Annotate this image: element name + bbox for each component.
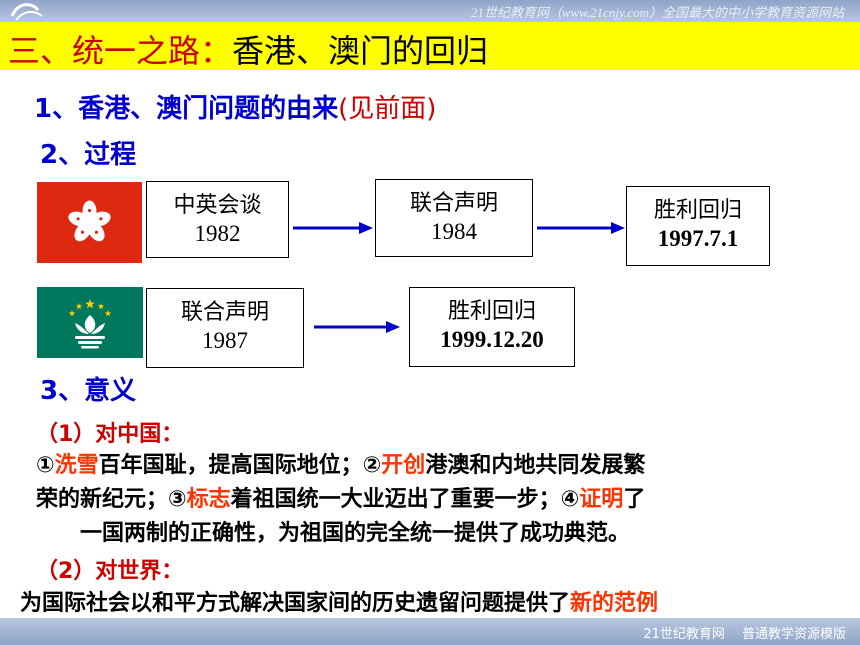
title-rest: 香港、澳门的回归 [232,32,489,70]
macau-step-return-box: 胜利回归 1999.12.20 [409,287,575,367]
macau-step-2-label: 胜利回归 [447,299,536,324]
world-significance-text: 为国际社会以和平方式解决国家间的历史遗留问题提供了新的范例 [20,587,658,621]
title-bar: 三、统一之路：香港、澳门的回归 [0,22,860,70]
hk-step-2-year: 1984 [431,219,477,244]
highlight-prove: 证明 [579,487,624,512]
text-run: 港澳和内地共同发展繁 [425,453,646,478]
text-run: 着祖国统一大业迈出了重要一步；④ [230,487,580,512]
page-title: 三、统一之路：香港、澳门的回归 [8,26,488,72]
hk-arrow-1 [293,222,373,234]
section-3-heading: 3、意义 [40,376,137,406]
hk-step-1-year: 1982 [194,221,241,246]
swirl-logo-icon [10,3,43,21]
section-1-text: 1、香港、澳门问题的由来 [34,94,339,124]
macau-arrow-1 [314,321,400,333]
hk-step-return-box: 胜利回归 1997.7.1 [626,186,770,266]
text-run: 为国际社会以和平方式解决国家间的历史遗留问题提供了 [20,591,571,616]
macau-flag-icon [37,287,143,358]
highlight-create: 开创 [381,453,426,478]
top-banner: 21世纪教育网（www.21cnjy.com）全国最大的中小学教育资源网站 [0,0,860,22]
macau-step-2-year: 1999.12.20 [440,327,544,352]
text-run: 了 [623,487,646,512]
highlight-new-example: 新的范例 [570,591,659,616]
text-run: 荣的新纪元；③ [36,487,187,512]
section-2-heading: 2、过程 [40,140,137,170]
highlight-mark: 标志 [186,487,231,512]
text-run: 百年国耻，提高国际地位；② [98,453,382,478]
world-significance-heading: （2）对世界： [36,559,184,584]
watermark-text: 21世纪教育网（www.21cnjy.com）全国最大的中小学教育资源网站 [470,5,844,20]
section-1-note: (见前面) [338,94,437,124]
footer-banner: 21世纪教育网 普通教学资源模版 [0,618,860,645]
footer-text: 21世纪教育网 普通教学资源模版 [643,627,846,642]
title-prefix: 三、统一之路： [8,32,233,70]
hk-step-talks-box: 中英会谈 1982 [146,181,289,258]
section-1-heading: 1、香港、澳门问题的由来(见前面) [34,88,436,125]
china-significance-line-1: ①洗雪百年国耻，提高国际地位；②开创港澳和内地共同发展繁 [36,449,645,483]
macau-step-declaration-box: 联合声明 1987 [146,288,304,368]
china-significance-line-3: 一国两制的正确性，为祖国的完全统一提供了成功典范。 [80,521,631,546]
hk-step-3-year: 1997.7.1 [657,226,739,251]
hong-kong-flag-icon [37,182,142,263]
china-significance-heading: （1）对中国： [36,422,184,447]
text-run: ① [36,453,55,478]
hk-step-declaration-box: 联合声明 1984 [375,179,533,257]
hk-step-2-label: 联合声明 [409,191,498,216]
china-significance-line-2: 荣的新纪元；③标志着祖国统一大业迈出了重要一步；④证明了 [36,483,645,517]
hk-step-1-label: 中英会谈 [173,193,262,218]
hk-arrow-2 [537,222,625,234]
highlight-wash-shame: 洗雪 [54,453,99,478]
hk-step-3-label: 胜利回归 [653,198,742,223]
macau-step-1-label: 联合声明 [180,300,269,325]
macau-step-1-year: 1987 [202,328,248,353]
